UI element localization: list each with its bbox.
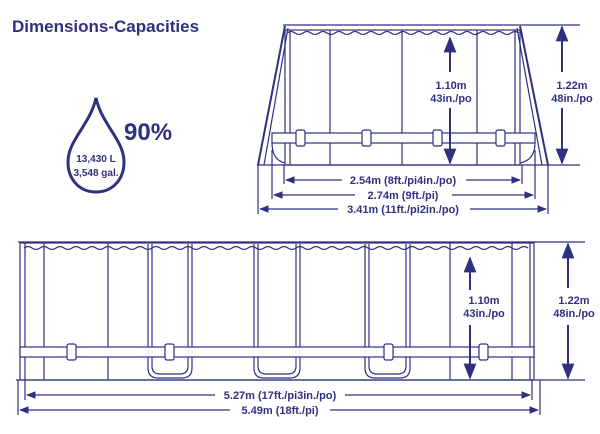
front-wall-height-imperial: 48in./po [553, 308, 595, 320]
fill-percent: 90% [124, 119, 172, 146]
side-frame-width: 2.74m (9ft./pi) [368, 190, 439, 202]
capacity-gallons: 3,548 gal. [73, 168, 118, 179]
side-overall-width: 3.41m (11ft./pi2in./po) [347, 204, 459, 216]
front-water-height-metric: 1.10m [468, 295, 499, 307]
side-water-height-metric: 1.10m [435, 80, 466, 92]
front-overall-length: 5.49m (18ft./pi) [241, 405, 318, 417]
water-drop-icon [66, 97, 126, 194]
side-wall-height-imperial: 48in./po [551, 93, 593, 105]
side-inner-width: 2.54m (8ft./pi4in./po) [350, 175, 457, 187]
side-wall-height-metric: 1.22m [556, 80, 587, 92]
page-title: Dimensions-Capacities [12, 17, 199, 36]
front-wall-height-metric: 1.22m [558, 295, 589, 307]
front-view-drawing [16, 241, 585, 415]
side-view-drawing [257, 24, 580, 214]
front-water-height-imperial: 43in./po [463, 308, 505, 320]
side-water-height-imperial: 43in./po [430, 93, 472, 105]
capacity-liters: 13,430 L [76, 154, 115, 165]
front-inner-length: 5.27m (17ft./pi3in./po) [224, 390, 337, 402]
